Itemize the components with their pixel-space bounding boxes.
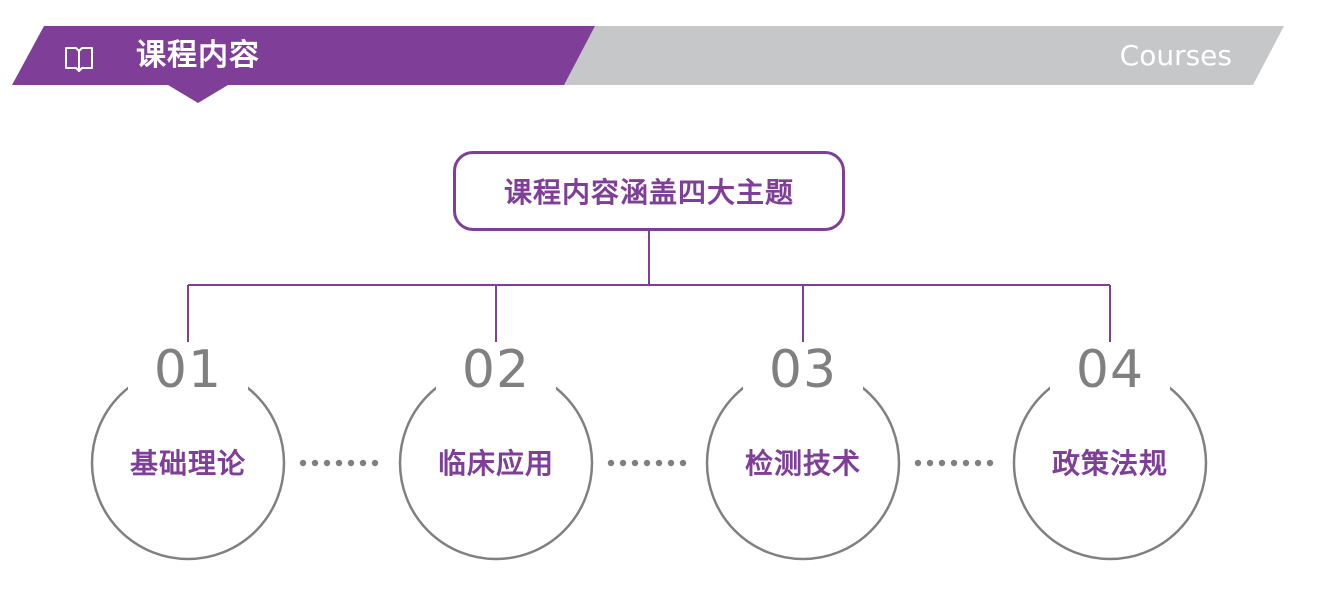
banner-pointer (168, 85, 228, 103)
dot-separator-2 (607, 459, 687, 467)
topic-label-2: 临床应用 (437, 447, 554, 480)
topic-label-4: 政策法规 (1051, 447, 1168, 480)
connector-tree (187, 231, 1111, 342)
banner-purple-bar (12, 26, 595, 85)
topic-circles (90, 365, 1208, 561)
root-node-label: 课程内容涵盖四大主题 (503, 176, 794, 209)
topic-number-3: 03 (743, 342, 863, 398)
dot-separator-1 (299, 459, 379, 467)
topic-number-4: 04 (1050, 342, 1170, 398)
dot-separators (299, 459, 994, 467)
root-node: 课程内容涵盖四大主题 (453, 151, 845, 231)
book-icon (65, 47, 93, 72)
page-subtitle: Courses (1119, 39, 1232, 72)
banner-gray-bar (563, 26, 1284, 85)
topic-number-2: 02 (436, 342, 556, 398)
topic-number-1: 01 (128, 342, 248, 398)
topic-label-1: 基础理论 (129, 447, 246, 480)
topic-label-3: 检测技术 (744, 447, 861, 480)
page-title: 课程内容 (136, 38, 260, 73)
dot-separator-3 (914, 459, 994, 467)
